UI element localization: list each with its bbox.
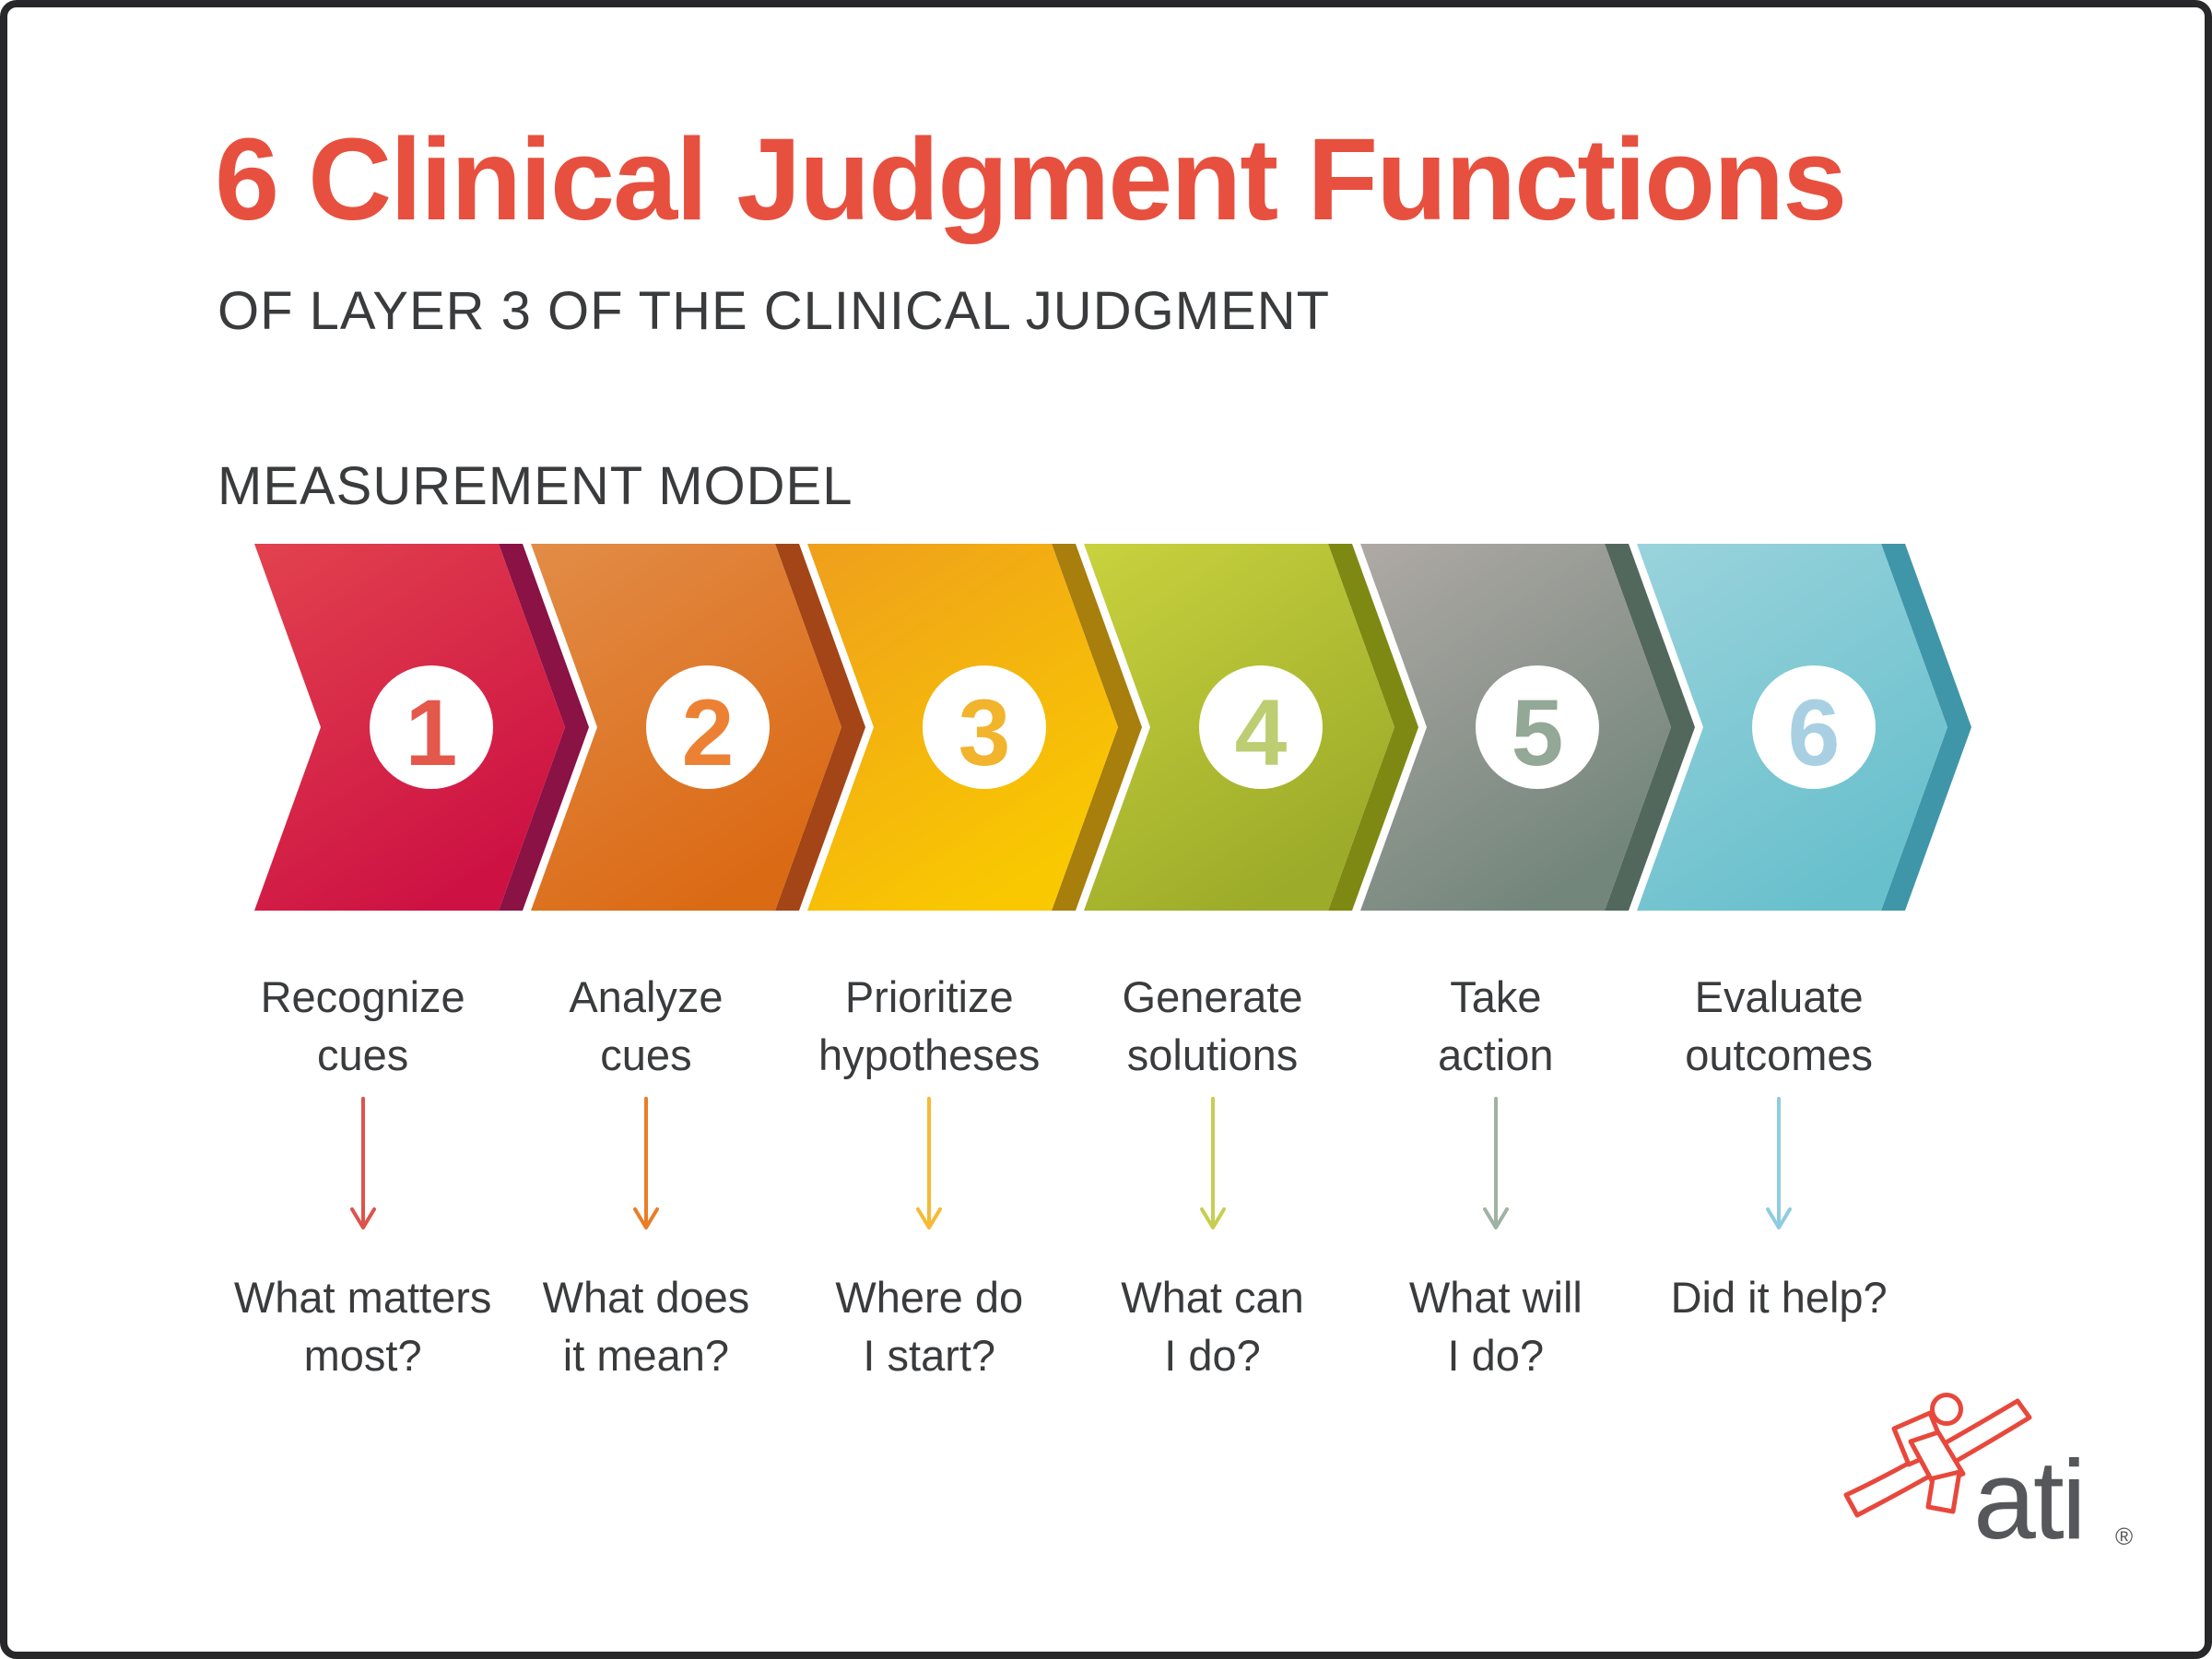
step-question: Did it help? [1670,1273,1888,1322]
chevron-step-6: 6 [1637,544,1971,911]
down-arrow-icon [631,1097,661,1233]
chevron-shadow [775,544,865,911]
step-label: Prioritize hypotheses [818,972,1041,1080]
down-arrow-icon [1481,1097,1511,1233]
down-arrow-icon [1764,1097,1794,1233]
chevron-shadow [1052,544,1142,911]
chevron-shadow [1881,544,1971,911]
page-subtitle: OF LAYER 3 OF THE CLINICAL JUDGMENT MEAS… [218,267,1330,530]
chevron-step-1: 1 [254,544,589,911]
step-number: 1 [406,680,458,785]
step-number: 2 [682,680,735,785]
step-label: Analyze cues [569,972,724,1080]
chevron-step-2: 2 [531,544,865,911]
registered-trademark-symbol: ® [2115,1523,2134,1550]
step-number-circle [1199,665,1323,789]
chevron-shadow [499,544,589,911]
step-label: Take action [1438,972,1554,1080]
step-label: Evaluate outcomes [1685,972,1874,1080]
chevron-shadow [1605,544,1695,911]
chevron-shadow [1328,544,1418,911]
step-number: 4 [1235,680,1288,785]
ati-wordmark: ati [1973,1437,2087,1562]
chevron-svg: 1 2 3 4 5 6 [254,544,1971,911]
page-title: 6 Clinical Judgment Functions [215,114,1847,244]
chevron-process-diagram: 1 2 3 4 5 6 [238,544,1980,911]
step-question: What will I do? [1408,1273,1583,1381]
step-number: 5 [1512,680,1564,785]
step-question: What matters most? [233,1273,492,1381]
step-number-circle [1476,665,1599,789]
down-arrow-icon [914,1097,944,1233]
chevron-step-5: 5 [1360,544,1695,911]
step-number: 6 [1788,680,1841,785]
subtitle-line-1: OF LAYER 3 OF THE CLINICAL JUDGMENT [218,281,1331,341]
step-label: Generate solutions [1122,972,1303,1080]
step-number-circle [923,665,1046,789]
step-label: Recognize cues [260,972,465,1080]
step-number-circle [370,665,493,789]
step-number-circle [646,665,770,789]
subtitle-line-2: MEASUREMENT MODEL [218,456,853,517]
step-number-circle [1752,665,1876,789]
step-question: What can I do? [1121,1273,1304,1381]
down-arrow-icon [348,1097,378,1233]
step-question: What does it mean? [542,1273,750,1381]
chevron-step-4: 4 [1084,544,1418,911]
ati-figure-icon [1843,1393,2032,1518]
down-arrow-icon [1198,1097,1228,1233]
step-number: 3 [959,680,1011,785]
ati-logo: ati ® [1837,1382,2159,1567]
step-question: Where do I start? [835,1273,1024,1381]
chevron-step-3: 3 [807,544,1142,911]
